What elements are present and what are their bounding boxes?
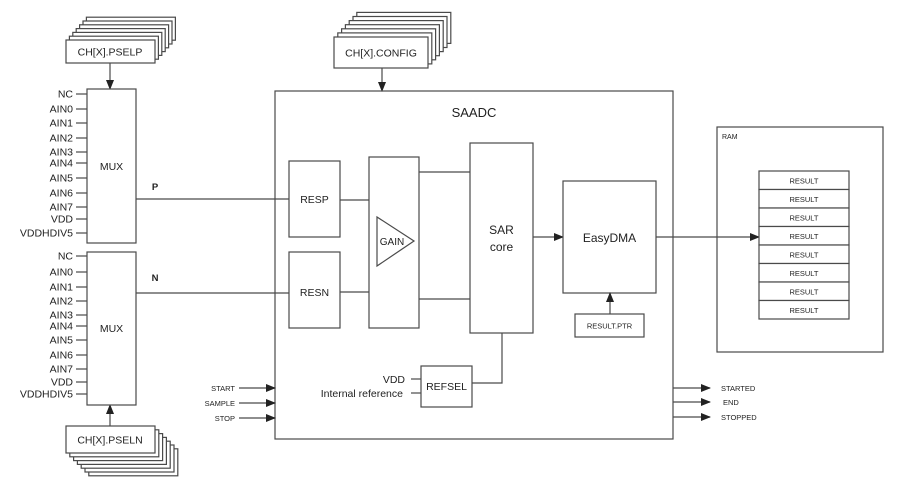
config-register-stack — [333, 11, 452, 69]
ram-result-label: RESULT — [789, 214, 818, 223]
ram-result-label: RESULT — [789, 232, 818, 241]
mux-input-label: VDD — [51, 214, 74, 226]
refsel-input-internal-reference: Internal reference — [321, 388, 403, 400]
task-label: STOP — [215, 414, 235, 423]
sar-core-block — [469, 142, 534, 334]
mux-n-block — [86, 251, 137, 406]
mux-input-label: AIN4 — [50, 158, 74, 170]
resn-block — [288, 251, 341, 329]
resp-block — [288, 160, 341, 238]
mux-input-label: VDDHDIV5 — [20, 228, 73, 240]
mux-input-label: AIN0 — [50, 267, 74, 279]
core-label: core — [490, 240, 514, 254]
config-register-label: CH[X].CONFIG — [345, 48, 417, 60]
task-inputs: START SAMPLE STOP — [205, 384, 276, 423]
mux-input-label: AIN2 — [50, 296, 74, 308]
refsel-to-sar-line — [472, 333, 503, 384]
result-ptr-label: RESULT.PTR — [587, 322, 633, 331]
event-label: END — [723, 398, 739, 407]
event-outputs: STARTED END STOPPED — [673, 384, 757, 422]
resp-label: RESP — [300, 194, 329, 206]
mux-input-label: VDDHDIV5 — [20, 389, 73, 401]
saadc-title: SAADC — [452, 105, 497, 120]
gain-label: GAIN — [380, 237, 404, 248]
mux-input-label: AIN6 — [50, 350, 74, 362]
pseln-register-stack — [65, 425, 179, 477]
ram-result-label: RESULT — [789, 306, 818, 315]
task-label: SAMPLE — [205, 399, 235, 408]
task-label: START — [211, 384, 235, 393]
mux-input-label: NC — [58, 89, 74, 101]
ram-result-row — [758, 299, 850, 320]
mux-input-label: AIN7 — [50, 364, 74, 376]
mux-input-label: AIN5 — [50, 335, 74, 347]
mux-input-label: VDD — [51, 377, 74, 389]
mux-input-label: AIN2 — [50, 133, 74, 145]
pseln-register-box-front — [65, 425, 156, 454]
event-label: STARTED — [721, 384, 756, 393]
sar-label: SAR — [489, 223, 514, 237]
ram-result-label: RESULT — [789, 251, 818, 260]
mux-p-block — [86, 88, 137, 244]
mux-input-label: AIN0 — [50, 104, 74, 116]
mux-input-label: AIN7 — [50, 202, 74, 214]
easydma-label: EasyDMA — [583, 231, 636, 245]
mux-input-label: AIN1 — [50, 118, 74, 130]
ram-result-label: RESULT — [789, 269, 818, 278]
ram-result-label: RESULT — [789, 288, 818, 297]
mux-input-label: AIN6 — [50, 188, 74, 200]
n-signal-label: N — [152, 273, 159, 284]
ram-result-label: RESULT — [789, 177, 818, 186]
ram-result-label: RESULT — [789, 195, 818, 204]
mux-n-inputs: NC AIN0AIN1AIN2AIN3AIN4AIN5AIN6AIN7VDDVDD… — [20, 251, 87, 401]
p-signal-label: P — [152, 182, 159, 193]
ram-block — [716, 126, 884, 353]
mux-input-label: AIN3 — [50, 310, 74, 322]
pselp-register-stack — [65, 16, 177, 64]
ram-label: RAM — [722, 134, 738, 141]
config-register-box-front — [333, 36, 429, 69]
refsel-label: REFSEL — [426, 381, 467, 393]
pselp-register-label: CH[X].PSELP — [78, 47, 143, 59]
mux-input-label: NC — [58, 251, 74, 263]
mux-input-label: AIN3 — [50, 147, 74, 159]
mux-input-label: AIN4 — [50, 321, 74, 333]
mux-input-label: AIN1 — [50, 282, 74, 294]
ram-result-table: RESULT RESULT RESULT RESULT RESULT RESULT RESU… — [758, 170, 850, 320]
saadc-block — [274, 90, 674, 440]
refsel-block — [420, 365, 473, 408]
mux-p-label: MUX — [100, 161, 123, 173]
mux-n-label: MUX — [100, 323, 123, 335]
event-label: STOPPED — [721, 413, 757, 422]
refsel-input-vdd: VDD — [383, 374, 406, 386]
amplifier-icon — [376, 215, 416, 268]
pseln-register-label: CH[X].PSELN — [77, 435, 142, 447]
resn-label: RESN — [300, 287, 329, 299]
mux-input-label: AIN5 — [50, 173, 74, 185]
